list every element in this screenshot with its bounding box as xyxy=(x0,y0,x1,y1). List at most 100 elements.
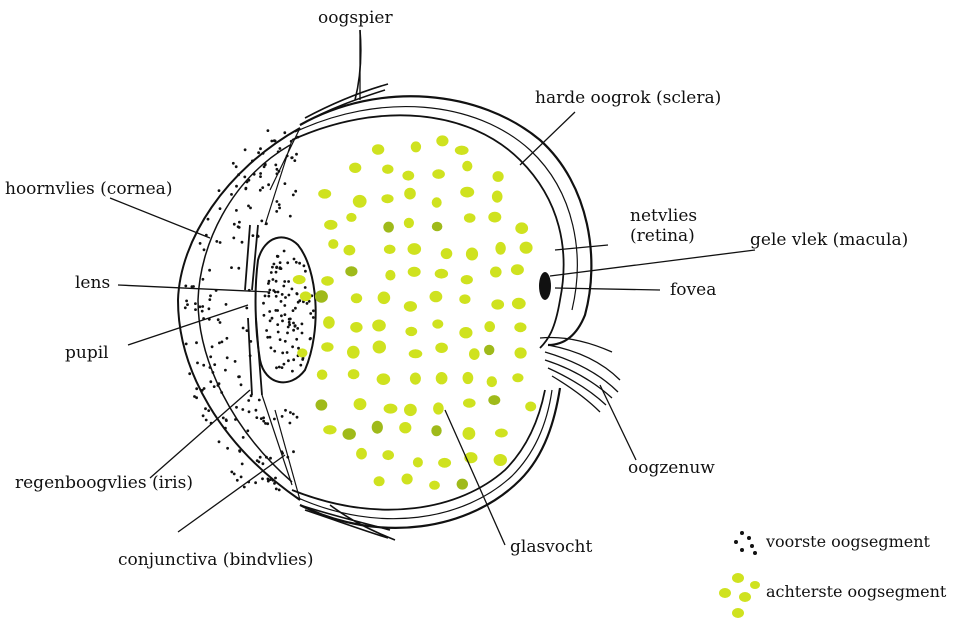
anterior-dot xyxy=(284,182,287,185)
anterior-dot xyxy=(242,327,245,330)
anterior-dot xyxy=(275,210,278,213)
label-macula: gele vlek (macula) xyxy=(750,230,908,250)
vitreous-dot xyxy=(435,343,448,353)
anterior-dot xyxy=(291,288,294,291)
anterior-dot xyxy=(292,329,295,332)
label-iris: regenboogvlies (iris) xyxy=(15,473,193,493)
anterior-dot xyxy=(269,478,272,481)
vitreous-dot xyxy=(373,341,386,354)
anterior-dot xyxy=(201,305,204,308)
legend-anterior-label: voorste oogsegment xyxy=(766,532,930,552)
anterior-dot xyxy=(255,409,258,412)
anterior-dot xyxy=(312,309,315,312)
anterior-dot xyxy=(275,366,278,369)
vitreous-dot xyxy=(441,248,453,259)
anterior-dot xyxy=(241,241,244,244)
vitreous-dot xyxy=(384,245,396,254)
anterior-dot xyxy=(224,369,227,372)
vitreous-dot xyxy=(404,218,414,228)
anterior-dot xyxy=(272,278,275,281)
vitreous-dot xyxy=(346,213,356,222)
anterior-dot xyxy=(267,295,270,298)
anterior-dot xyxy=(276,168,279,171)
anterior-dot xyxy=(281,320,284,323)
vitreous-dots xyxy=(293,135,536,489)
label-vitreous: glasvocht xyxy=(510,537,592,557)
anterior-dot xyxy=(219,207,222,210)
anterior-dot xyxy=(215,240,218,243)
anterior-dot xyxy=(259,175,262,178)
vitreous-dot xyxy=(511,264,524,275)
anterior-dot xyxy=(225,303,228,306)
vitreous-dot xyxy=(438,458,451,468)
vitreous-dot xyxy=(347,346,360,359)
vitreous-dot xyxy=(411,141,421,152)
anterior-dot xyxy=(280,300,283,303)
vitreous-dot xyxy=(455,146,469,155)
anterior-dot xyxy=(278,267,281,270)
anterior-dot xyxy=(226,337,229,340)
anterior-dot xyxy=(209,366,212,369)
anterior-dot xyxy=(296,327,299,330)
anterior-dot xyxy=(257,151,260,154)
vitreous-dot xyxy=(492,191,503,203)
anterior-dot xyxy=(262,420,265,423)
anterior-dot xyxy=(218,440,221,443)
anterior-dot xyxy=(237,173,240,176)
label-cornea: hoornvlies (cornea) xyxy=(5,179,172,199)
anterior-dot xyxy=(208,298,211,301)
anterior-dot xyxy=(284,409,287,412)
anterior-dot xyxy=(219,241,222,244)
anterior-dot xyxy=(286,155,289,158)
vitreous-dot xyxy=(495,242,505,255)
vitreous-dot xyxy=(381,194,393,203)
vitreous-dot xyxy=(488,212,501,223)
anterior-dot xyxy=(267,282,270,285)
anterior-dot xyxy=(235,209,238,212)
anterior-dot xyxy=(287,280,290,283)
vitreous-dot xyxy=(293,275,306,284)
vitreous-dot xyxy=(436,372,448,384)
anterior-dot xyxy=(250,394,253,397)
anterior-dot xyxy=(291,345,294,348)
anterior-dot xyxy=(238,375,241,378)
anterior-dot xyxy=(207,218,210,221)
anterior-dot xyxy=(303,264,306,267)
label-retina: netvlies (retina) xyxy=(630,206,710,246)
anterior-dot xyxy=(298,299,301,302)
anterior-dot xyxy=(274,477,277,480)
anterior-dot xyxy=(299,364,302,367)
anterior-dot xyxy=(185,300,188,303)
legend-posterior-label: achterste oogsegment xyxy=(766,582,946,602)
anterior-dot xyxy=(233,473,236,476)
anterior-dot xyxy=(268,289,271,292)
anterior-dot xyxy=(232,162,235,165)
vitreous-dot xyxy=(493,171,504,182)
label-sclera: harde oogrok (sclera) xyxy=(535,88,721,108)
anterior-dot xyxy=(208,307,211,310)
anterior-dot xyxy=(295,338,298,341)
anterior-dot xyxy=(259,172,262,175)
anterior-dot xyxy=(259,189,262,192)
anterior-dot xyxy=(273,418,276,421)
vitreous-dot xyxy=(466,248,478,261)
vitreous-dot xyxy=(356,448,367,460)
vitreous-dot xyxy=(435,269,448,279)
anterior-dot xyxy=(213,363,216,366)
anterior-dot xyxy=(284,340,287,343)
vitreous-dot xyxy=(431,425,441,436)
anterior-dot xyxy=(249,340,252,343)
anterior-dot xyxy=(221,341,224,344)
vitreous-dot xyxy=(378,292,391,305)
anterior-dot xyxy=(279,147,282,150)
vitreous-dot xyxy=(372,320,386,332)
label-retina-line2: (retina) xyxy=(630,226,695,246)
anterior-dot xyxy=(266,422,269,425)
anterior-dot xyxy=(233,223,236,226)
anterior-dot xyxy=(199,305,202,308)
vitreous-dot xyxy=(321,342,333,351)
label-lens: lens xyxy=(75,273,110,293)
anterior-dot xyxy=(264,163,267,166)
anterior-dot xyxy=(283,131,286,134)
anterior-dot xyxy=(251,160,254,163)
